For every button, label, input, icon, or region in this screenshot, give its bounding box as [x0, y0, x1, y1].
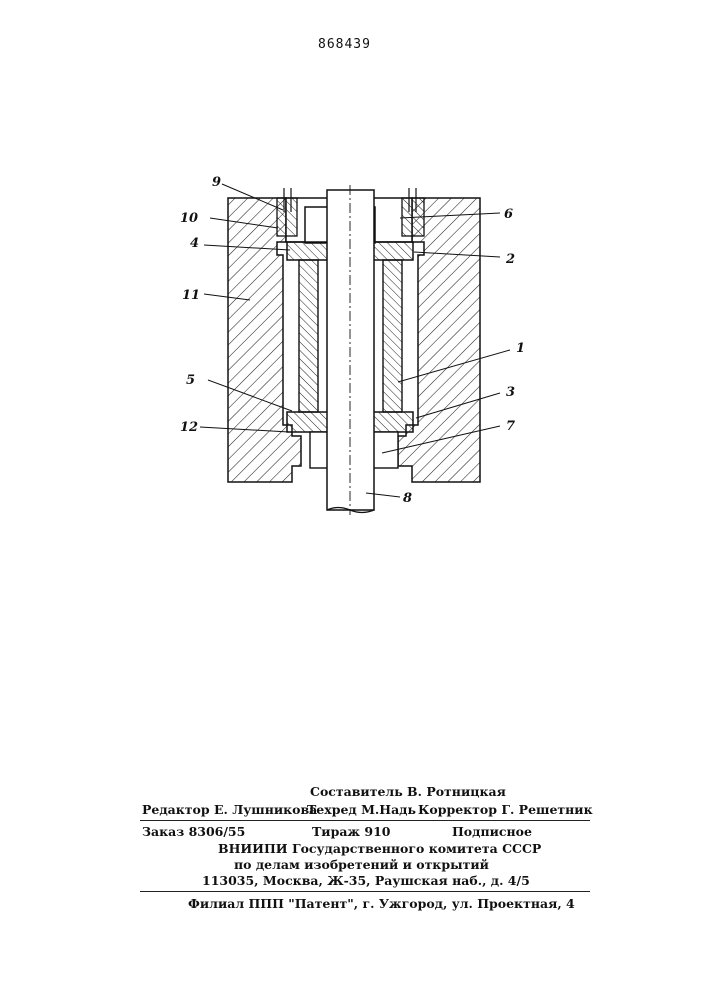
label-5: 5 [186, 373, 195, 388]
rule-top [140, 820, 590, 821]
label-7: 7 [506, 419, 515, 434]
address-line: 113035, Москва, Ж-35, Раушская наб., д. … [202, 875, 530, 888]
label-11: 11 [182, 288, 200, 303]
subscription-line: Подписное [452, 826, 532, 839]
label-8: 8 [403, 491, 412, 506]
order-line: Заказ 8306/55 [142, 826, 245, 839]
label-10: 10 [180, 211, 198, 226]
label-1: 1 [516, 341, 525, 356]
branch-line: Филиал ППП "Патент", г. Ужгород, ул. Про… [188, 898, 575, 911]
compiler-line: Составитель В. Ротницкая [310, 786, 506, 799]
technical-drawing: 9 10 4 11 5 12 6 2 1 3 7 8 [0, 0, 707, 560]
org-line-1: ВНИИПИ Государственного комитета СССР [218, 843, 541, 856]
label-4: 4 [190, 236, 199, 251]
label-3: 3 [506, 385, 515, 400]
org-line-2: по делам изобретений и открытий [234, 859, 489, 872]
circulation-line: Тираж 910 [312, 826, 390, 839]
shaft-8 [327, 185, 374, 515]
label-2: 2 [505, 252, 515, 267]
label-6: 6 [504, 207, 513, 222]
editor-line: Редактор Е. Лушникова [142, 804, 317, 817]
corrector-line: Корректор Г. Решетник [418, 804, 593, 817]
label-12: 12 [180, 420, 198, 435]
label-9: 9 [212, 175, 221, 190]
rule-bottom [140, 891, 590, 892]
techred-line: Техред М.Надь [307, 804, 416, 817]
